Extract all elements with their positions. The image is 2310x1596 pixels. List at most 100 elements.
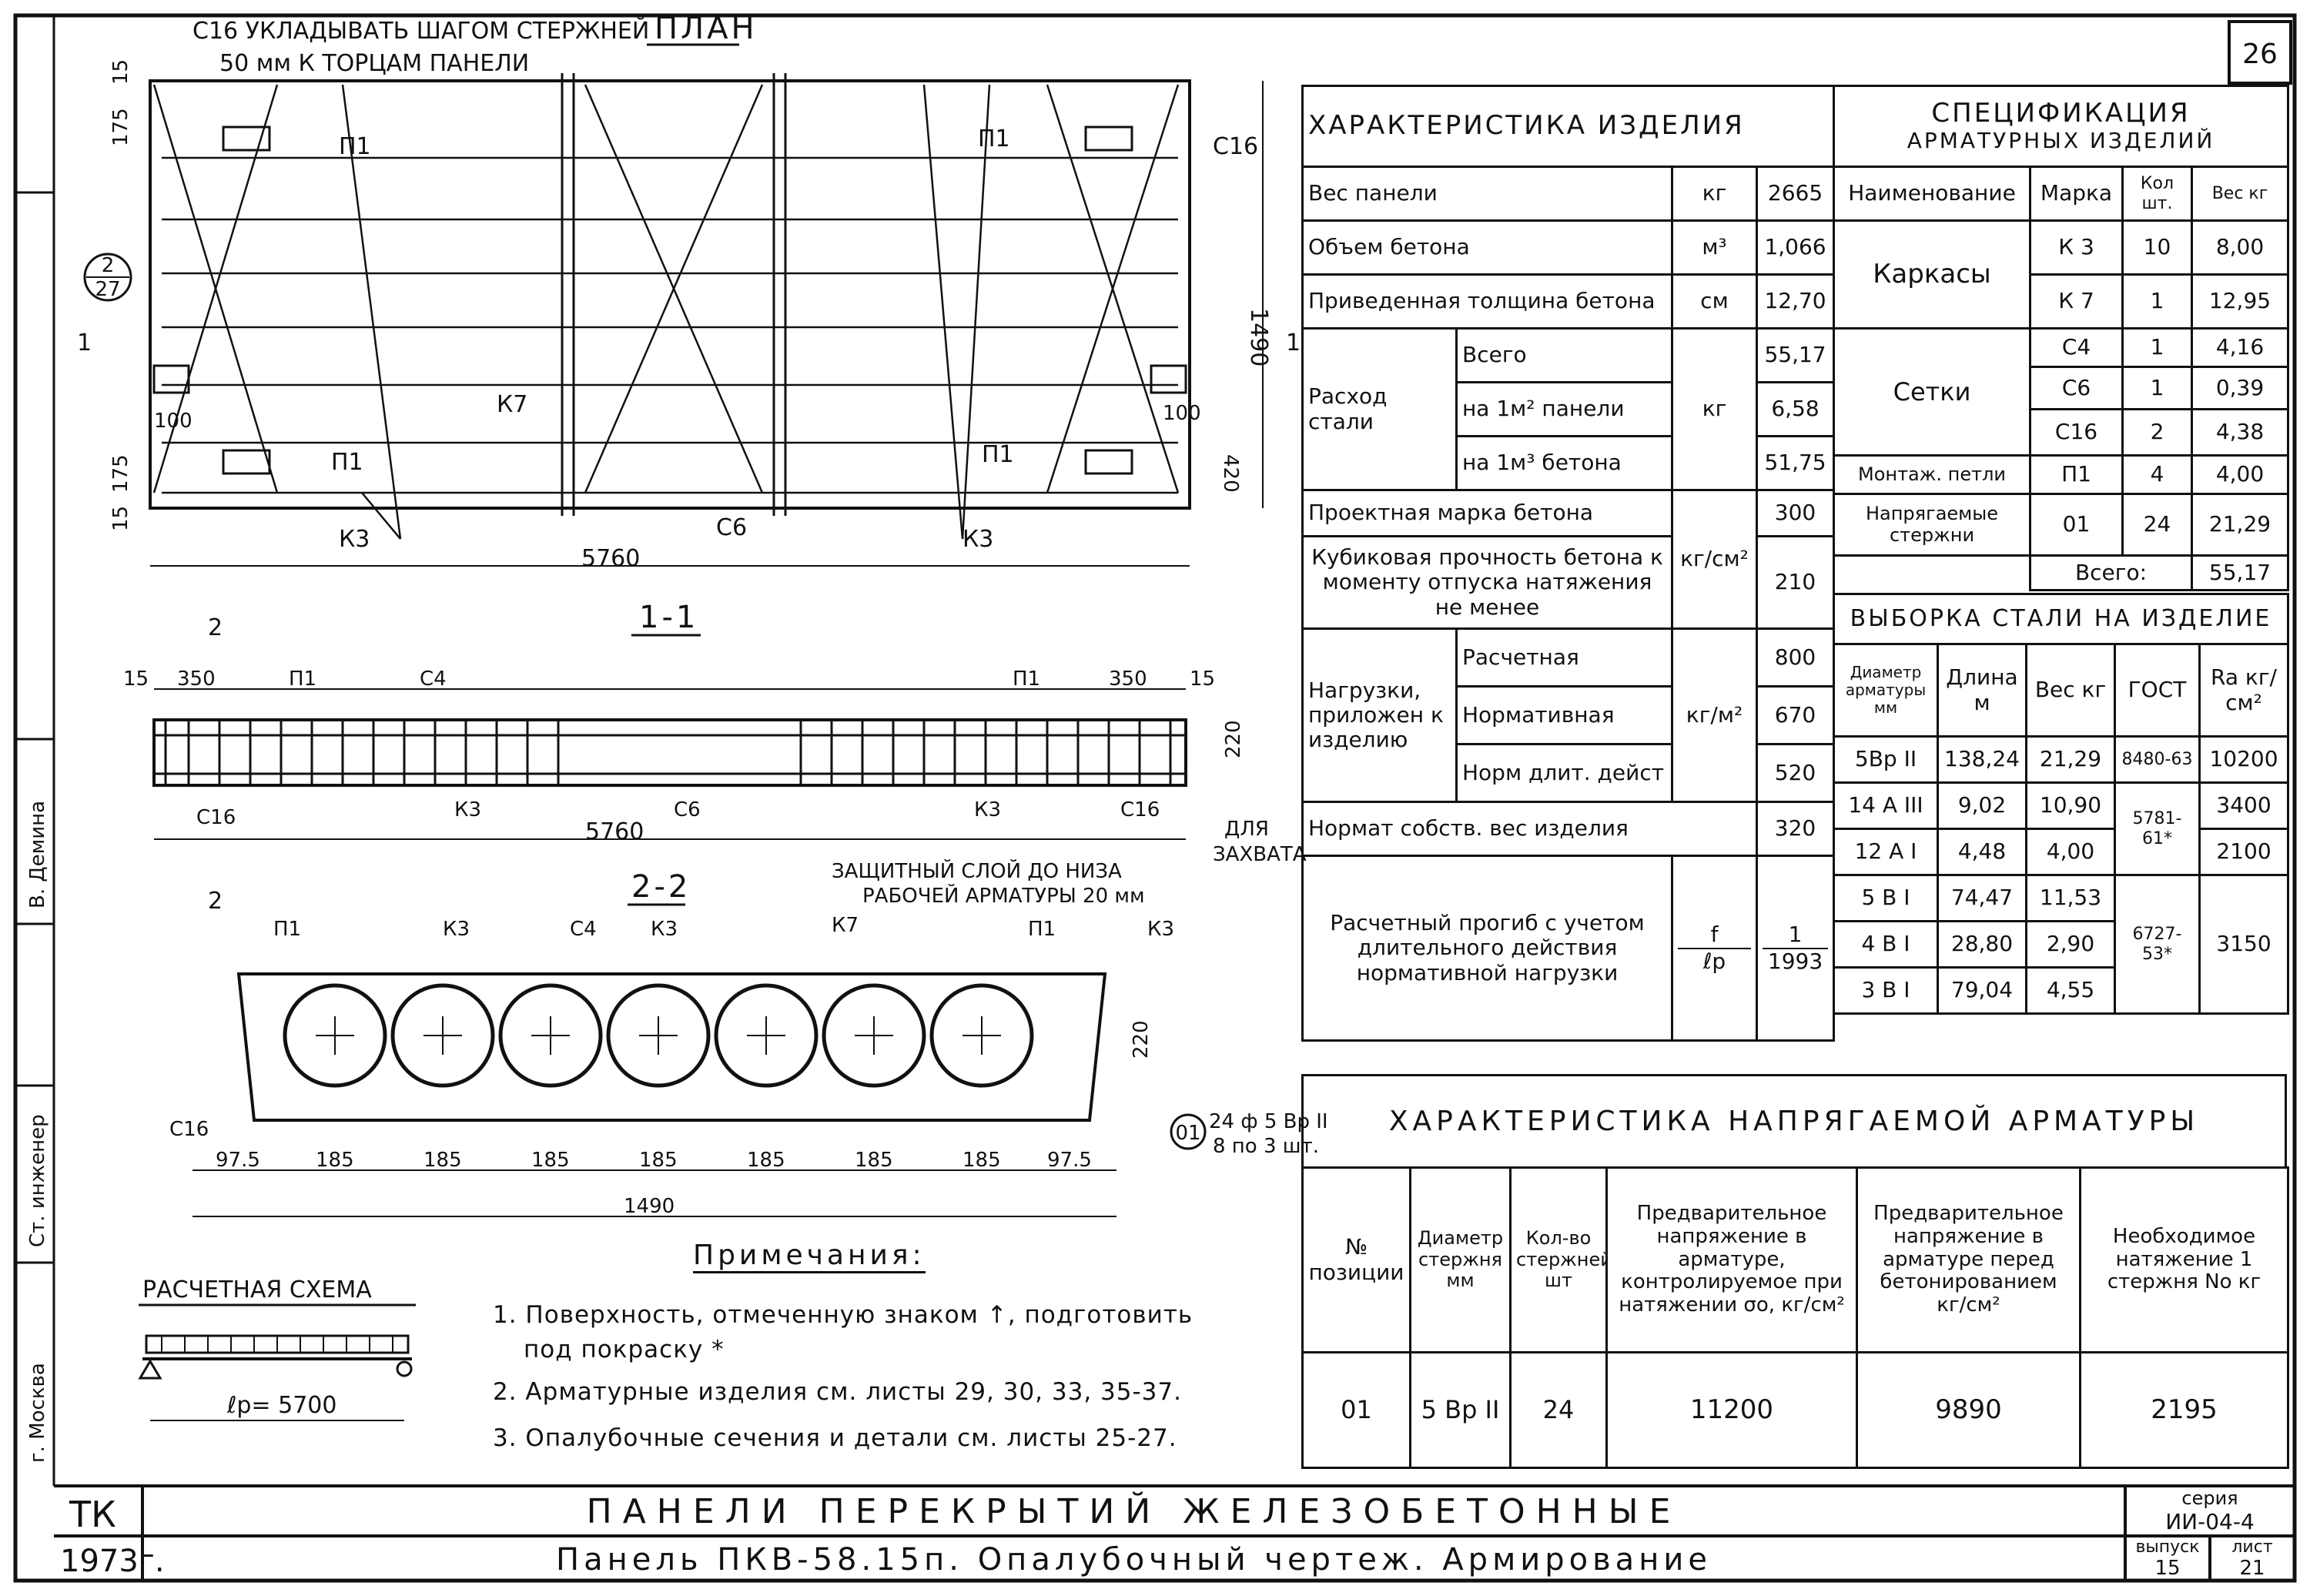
- section-2-outline: [236, 972, 1107, 1122]
- section-2-label-p1: П1: [273, 918, 301, 941]
- section-1-height: 220: [1222, 720, 1245, 758]
- section-1-label-k3: К3: [454, 798, 481, 821]
- sampling-ra-3: 2100: [2198, 828, 2290, 876]
- spec-title-2: АРМАТУРНЫХ ИЗДЕЛИЙ: [1907, 128, 2215, 154]
- spec-01-qty: 24: [2121, 493, 2193, 557]
- cube-value: 210: [1755, 535, 1836, 630]
- sampling-header-d: Диаметр арматуры мм: [1833, 643, 1939, 738]
- sampling-gost-1: 8480-63: [2114, 735, 2201, 784]
- row-thickness-unit: см: [1671, 273, 1758, 330]
- sampling-header-gost: ГОСТ: [2114, 643, 2201, 738]
- issue-label: выпуск: [2135, 1537, 2200, 1557]
- ref-detail: 27: [95, 278, 120, 301]
- side-name: В. Демина: [26, 801, 49, 908]
- title-block-lines: [54, 1484, 2295, 1581]
- dim-15-top: 15: [109, 59, 132, 85]
- section-2-width: 1490: [624, 1195, 675, 1218]
- spec-c6-mark: С6: [2029, 366, 2124, 410]
- prestress-header-before: Предварительное напряжение в арматуре пе…: [1856, 1166, 2081, 1353]
- deflection-unit-top: f: [1678, 922, 1751, 949]
- lift-note-1: ДЛЯ: [1224, 818, 1269, 841]
- scheme-title: РАСЧЕТНАЯ СХЕМА: [142, 1276, 372, 1303]
- row-volume-name: Объем бетона: [1301, 219, 1673, 276]
- sheet-number-box: [2228, 20, 2292, 85]
- deflection-value-bottom: 1993: [1767, 948, 1823, 974]
- plan-label-k3: К3: [339, 526, 370, 553]
- ref-sheet: 2: [102, 254, 115, 277]
- spec-total-value: 55,17: [2190, 554, 2290, 591]
- row-thickness-value: 12,70: [1755, 273, 1836, 330]
- prestress-d: 5 Вр II: [1409, 1351, 1512, 1469]
- plan-length: 5760: [581, 545, 640, 572]
- sampling-header-w: Вес кг: [2025, 643, 2116, 738]
- row-weight-name: Вес панели: [1301, 166, 1673, 222]
- prestress-header-qty: Кол-во стержней шт: [1509, 1166, 1608, 1353]
- sampling-r3-w: 4,00: [2025, 828, 2116, 876]
- spec-c16-weight: 4,38: [2190, 408, 2290, 457]
- section-1-label-c16-right: С16: [1120, 798, 1160, 821]
- row-weight-unit: кг: [1671, 166, 1758, 222]
- own-weight-name: Нормат собств. вес изделия: [1301, 801, 1758, 857]
- spec-c4-qty: 1: [2121, 327, 2193, 368]
- loads-row-3-value: 520: [1755, 743, 1836, 803]
- deflection-value-top: 1: [1763, 922, 1829, 949]
- steel-row-3-value: 51,75: [1755, 435, 1836, 491]
- series-label: серия: [2181, 1487, 2238, 1509]
- section-1-label-c6: С6: [674, 798, 701, 821]
- spec-01-mark: 01: [2029, 493, 2124, 557]
- series-value: ИИ-04-4: [2165, 1509, 2255, 1534]
- section-1-dim-15-right: 15: [1190, 668, 1215, 691]
- sampling-header-ra: Ra кг/см²: [2198, 643, 2290, 738]
- sampling-r3-len: 4,48: [1937, 828, 2027, 876]
- section-1-title: 1-1: [639, 600, 698, 635]
- deflection-name: Расчетный прогиб с учетом длительного де…: [1301, 855, 1673, 1042]
- spacing-2: 185: [316, 1149, 354, 1172]
- spec-k7-mark: К 7: [2029, 273, 2124, 330]
- reference-circle: [83, 253, 132, 302]
- dim-100-left: 100: [154, 410, 192, 433]
- spec-header-mark: Марка: [2029, 166, 2124, 222]
- spec-01-weight: 21,29: [2190, 493, 2290, 557]
- grade-name: Проектная марка бетона: [1301, 489, 1673, 537]
- section-1-label-c16: С16: [196, 806, 236, 829]
- loads-row-2-value: 670: [1755, 685, 1836, 745]
- notes-title: Примечания:: [693, 1240, 926, 1273]
- side-city: г. Москва: [26, 1363, 49, 1463]
- spec-title-1: СПЕЦИФИКАЦИЯ: [1931, 98, 2191, 129]
- plan-label-c6: С6: [716, 514, 747, 541]
- section-2-label-k7: К7: [832, 914, 859, 937]
- section-mark-plan-right: 1: [1286, 330, 1301, 356]
- plan-view: С16 УКЛАДЫВАТЬ ШАГОМ СТЕРЖНЕЙ 50 мм К ТО…: [77, 11, 1301, 572]
- dim-15-bottom: 15: [109, 506, 132, 531]
- section-1-mark: 2: [208, 614, 223, 641]
- prestress-header-tension: Необходимое натяжение 1 стержня No кг: [2079, 1166, 2289, 1353]
- plan-label-p1: П1: [339, 133, 371, 160]
- loads-unit: кг/м²: [1671, 627, 1758, 803]
- section-2-label-c16: С16: [169, 1118, 209, 1141]
- spacing-1: 97.5: [216, 1149, 260, 1172]
- row-thickness-name: Приведенная толщина бетона: [1301, 273, 1673, 330]
- spec-group-loops: Монтаж. петли: [1833, 454, 2031, 495]
- sampling-r6-len: 79,04: [1937, 966, 2027, 1015]
- section-1-label-p1: П1: [289, 668, 316, 691]
- section-1-dim-350: 350: [177, 668, 216, 691]
- section-2-title: 2-2: [631, 869, 691, 905]
- section-2-height: 220: [1130, 1020, 1153, 1059]
- spec-p1-weight: 4,00: [2190, 454, 2290, 495]
- lifting-loop-marks: [152, 125, 1187, 475]
- sampling-title: ВЫБОРКА СТАЛИ НА ИЗДЕЛИЕ: [1832, 593, 2290, 645]
- plan-label-p1-right: П1: [978, 125, 1010, 152]
- spec-k3-mark: К 3: [2029, 219, 2124, 276]
- section-1-label-c4: С4: [420, 668, 447, 691]
- product-title: ХАРАКТЕРИСТИКА ИЗДЕЛИЯ: [1301, 85, 1836, 168]
- title-line-1: ПАНЕЛИ ПЕРЕКРЫТИЙ ЖЕЛЕЗОБЕТОННЫЕ: [586, 1492, 1682, 1531]
- plan-label-k3-right: К3: [962, 526, 993, 553]
- row-weight-value: 2665: [1755, 166, 1836, 222]
- sampling-header-len: Длина м: [1937, 643, 2027, 738]
- spec-total-label: Всего:: [2029, 554, 2193, 591]
